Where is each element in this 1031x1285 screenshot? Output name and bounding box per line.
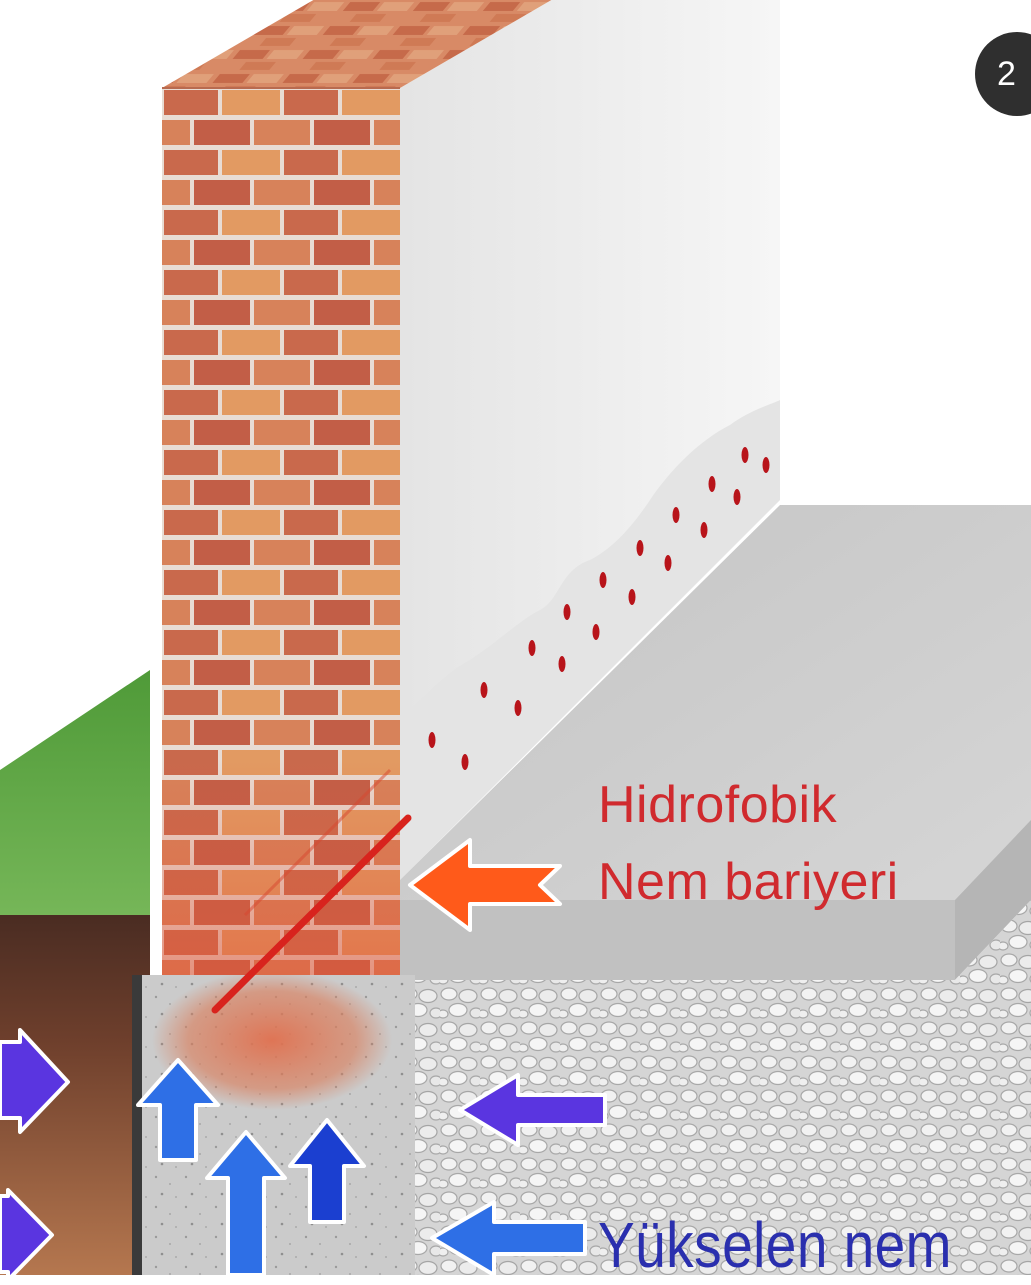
foundation-edge [132,975,142,1275]
arrow-right-icon [0,1188,54,1282]
slab-side-edge [955,820,1031,980]
drop [672,507,680,523]
drop [733,489,741,505]
drop [480,682,488,698]
arrow-up-icon [205,1130,287,1277]
arrow-up-icon [288,1118,366,1224]
drop [514,700,522,716]
brick-wall-top [162,0,552,88]
barrier-injection-line [211,814,412,1014]
barrier-label-line1: Hidrofobik [598,776,838,834]
arrow-left-icon [458,1073,607,1147]
drop [461,754,469,770]
drop [636,540,644,556]
drop [563,604,571,620]
arrow-left-icon [408,838,562,932]
drop [558,656,566,672]
drop [528,640,536,656]
rising-damp-label: Yükselen nem [598,1209,952,1281]
drop [592,624,600,640]
drop [700,522,708,538]
damp-glow [152,970,392,1110]
arrow-right-icon [0,1028,70,1134]
grass [0,670,150,930]
drop [762,457,770,473]
arrow-up-icon [136,1058,220,1162]
damp-zone [400,400,780,880]
drop [708,476,716,492]
drop [741,447,749,463]
barrier-faint-line [243,768,392,917]
barrier-label-line2: Nem bariyeri [598,853,899,911]
drop [628,589,636,605]
drop [428,732,436,748]
moisture-drops [428,447,770,770]
drop [599,572,607,588]
soil [0,915,150,1275]
gravel-bed [415,900,1031,1275]
concrete-slab [400,505,1031,920]
drop [664,555,672,571]
arrow-left-icon [430,1200,587,1277]
slab-front-edge [400,900,955,980]
